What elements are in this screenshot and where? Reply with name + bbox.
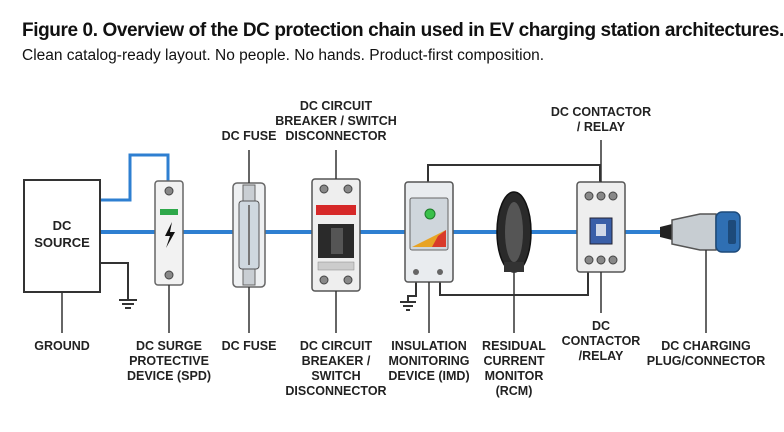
ground-wire [100, 262, 129, 300]
ground-symbol [119, 299, 137, 309]
surge-protective-device [154, 180, 184, 286]
imd-contactor-top-wire [427, 164, 601, 183]
fuse-top-label: DC FUSE [222, 129, 277, 143]
figure-title: Figure 0. Overview of the DC protection … [22, 20, 784, 41]
dc-fuse [232, 182, 266, 288]
dc-charging-plug [660, 211, 741, 253]
contactor-top-label: DC CONTACTOR/ RELAY [551, 105, 651, 134]
residual-current-monitor [496, 191, 532, 273]
imd-ground-wire [407, 282, 417, 302]
insulation-monitoring-device [404, 181, 454, 283]
figure-subtitle: Clean catalog-ready layout. No people. N… [22, 47, 545, 64]
imd-ground-symbol [400, 301, 416, 311]
ground-label: GROUND [34, 339, 90, 353]
dc-circuit-breaker [311, 178, 361, 292]
dc-contactor [576, 181, 626, 273]
fuse-bottom-label: DC FUSE [222, 339, 277, 353]
spd-branch-wire [100, 153, 170, 202]
lightning-icon [165, 222, 175, 248]
